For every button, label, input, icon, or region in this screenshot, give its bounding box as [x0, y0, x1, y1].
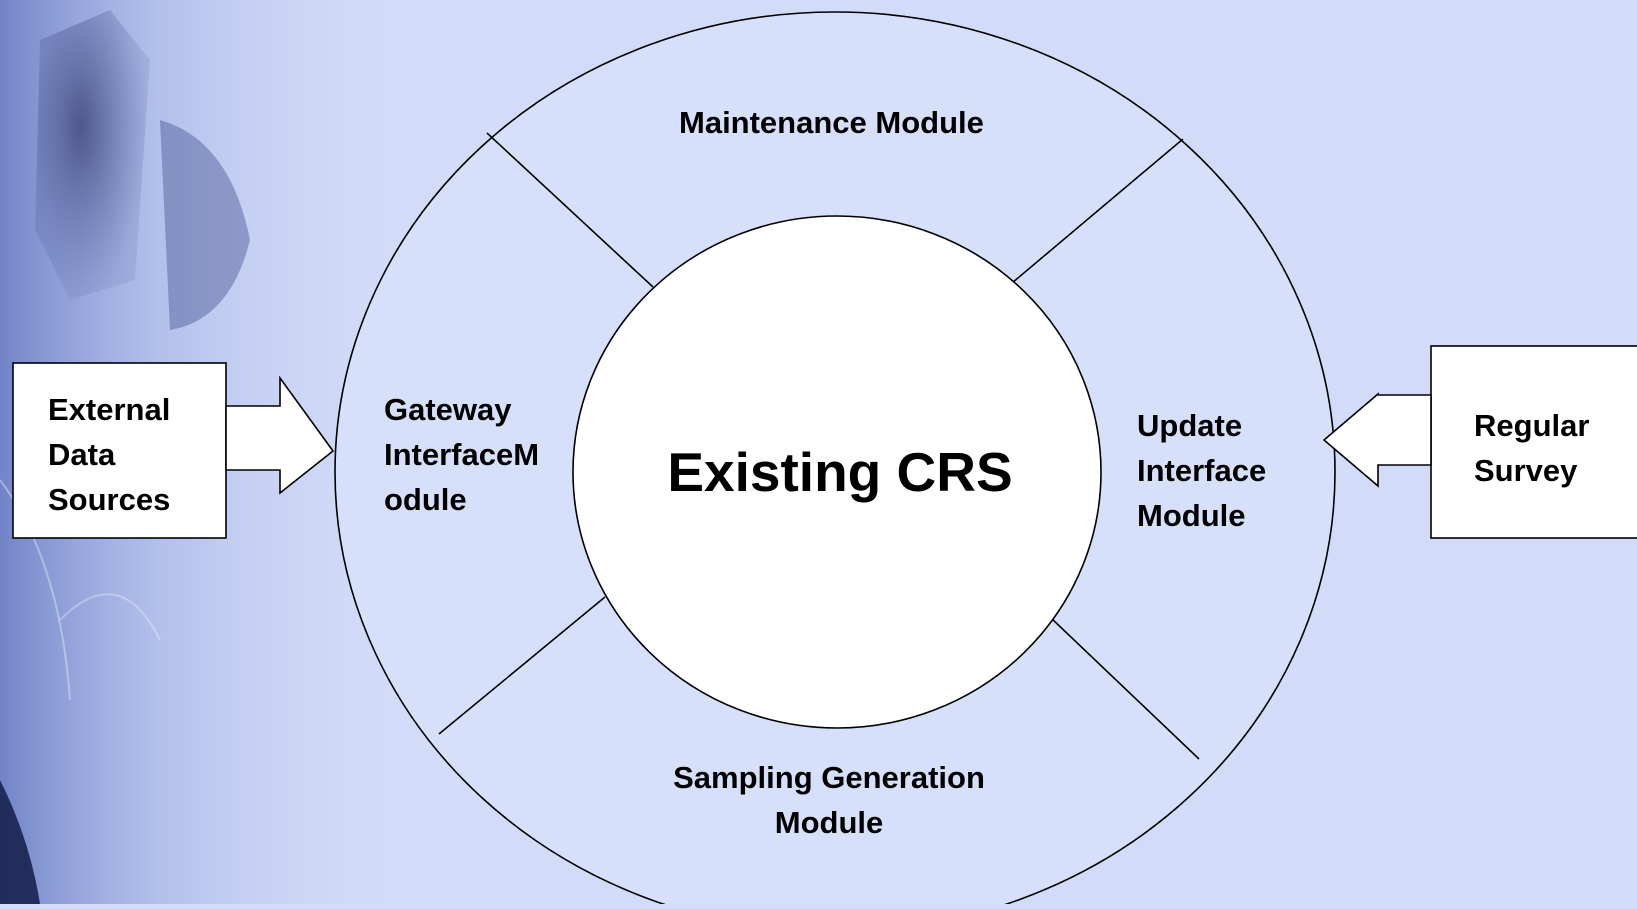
divider-bottom-right: [1050, 617, 1200, 760]
divider-top-left: [486, 132, 654, 288]
gateway-module-label: Gateway InterfaceM odule: [384, 392, 540, 517]
divider-bottom-left: [438, 596, 606, 735]
left-arrow: [1322, 392, 1432, 488]
divider-top-right: [1011, 138, 1184, 284]
right-arrow: [225, 375, 335, 495]
core-label: Existing CRS: [667, 441, 1013, 503]
right-input-connector: [1322, 345, 1637, 539]
maintenance-module-label: Maintenance Module: [679, 105, 984, 140]
sampling-module-label: Sampling Generation Module: [673, 760, 985, 840]
external-data-sources-label: External Data Sources: [48, 392, 171, 517]
update-module-label: Update Interface Module: [1137, 408, 1267, 533]
external-data-box: [12, 362, 227, 539]
ring-dividers: [438, 132, 1200, 760]
core-circle: [572, 215, 1102, 729]
left-input-connector: [12, 362, 335, 539]
regular-survey-label: Regular Survey: [1474, 408, 1590, 488]
